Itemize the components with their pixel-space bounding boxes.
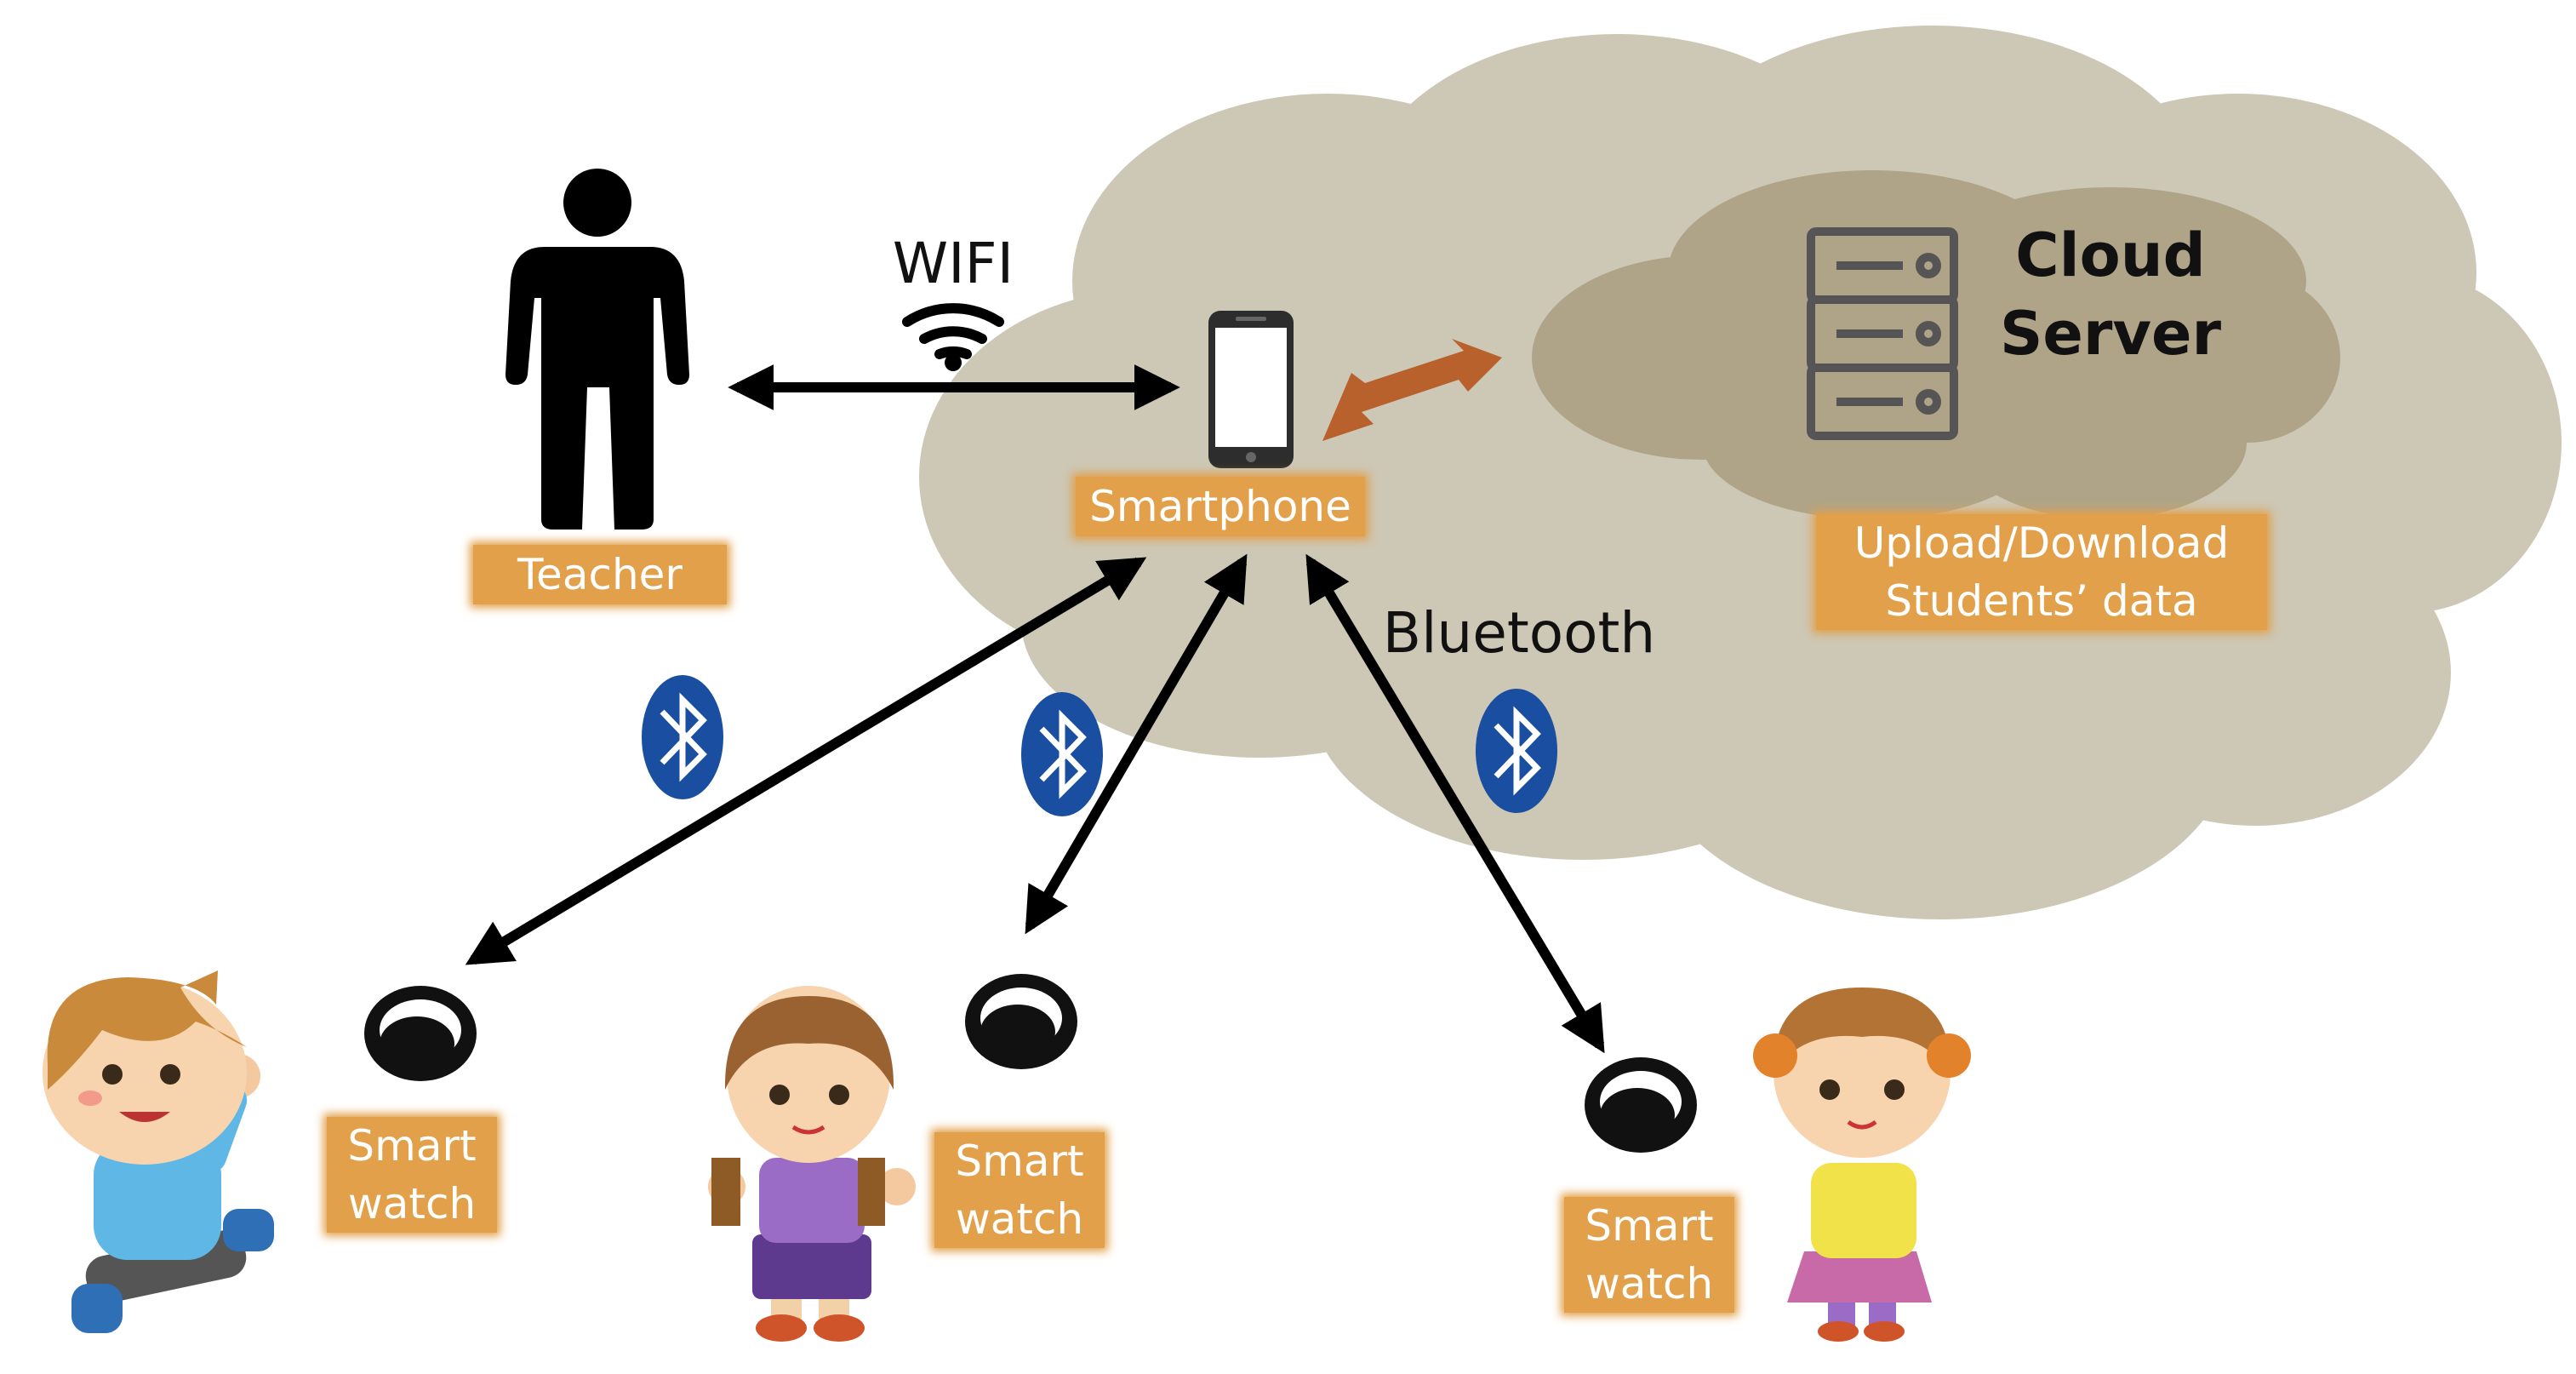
bluetooth-icon	[1021, 692, 1103, 816]
cloud-server-title: Cloud Server	[1966, 216, 2255, 373]
bluetooth-icon	[642, 675, 723, 799]
cloud-caption-line-1: Upload/Download	[1853, 518, 2230, 568]
smartwatch-label-1-line-1: Smart	[347, 1121, 477, 1171]
person-icon	[505, 169, 689, 530]
smartwatch-icon	[965, 974, 1077, 1069]
smartwatch-label-3: Smart watch	[1564, 1197, 1734, 1313]
bluetooth-label: Bluetooth	[1382, 600, 1656, 666]
smartwatch-label-2: Smart watch	[934, 1132, 1105, 1248]
cloud-server-line-1: Cloud	[2015, 220, 2206, 290]
smartwatch-icon	[1585, 1057, 1697, 1153]
wifi-label: WIFI	[892, 231, 1014, 296]
cloud-caption: Upload/Download Students’ data	[1816, 514, 2267, 630]
smartphone-label: Smartphone	[1076, 477, 1365, 536]
cloud-server-line-2: Server	[1999, 299, 2222, 369]
smartwatch-label-3-line-1: Smart	[1585, 1201, 1714, 1251]
cloud-caption-line-2: Students’ data	[1885, 576, 2198, 626]
smartwatch-label-1-line-2: watch	[347, 1179, 477, 1228]
girl-icon	[708, 986, 916, 1342]
smartwatch-label-1: Smart watch	[327, 1117, 497, 1233]
smartwatch-label-3-line-2: watch	[1585, 1259, 1714, 1308]
smartphone-icon	[1208, 311, 1294, 468]
smartwatch-label-2-line-1: Smart	[955, 1136, 1084, 1186]
sync-arrow	[1322, 339, 1502, 441]
smartwatch-icon	[364, 986, 477, 1081]
smartwatch-label-2-line-2: watch	[955, 1194, 1084, 1244]
bluetooth-link-arrow-3	[1305, 553, 1605, 1054]
bluetooth-link-arrow-2	[1025, 553, 1248, 935]
server-icon	[1807, 227, 1958, 440]
bluetooth-icon	[1476, 689, 1557, 813]
teacher-label: Teacher	[473, 545, 727, 604]
inner-cloud	[1532, 170, 2340, 519]
girl-icon	[1753, 988, 1971, 1342]
boy-icon	[43, 970, 274, 1333]
